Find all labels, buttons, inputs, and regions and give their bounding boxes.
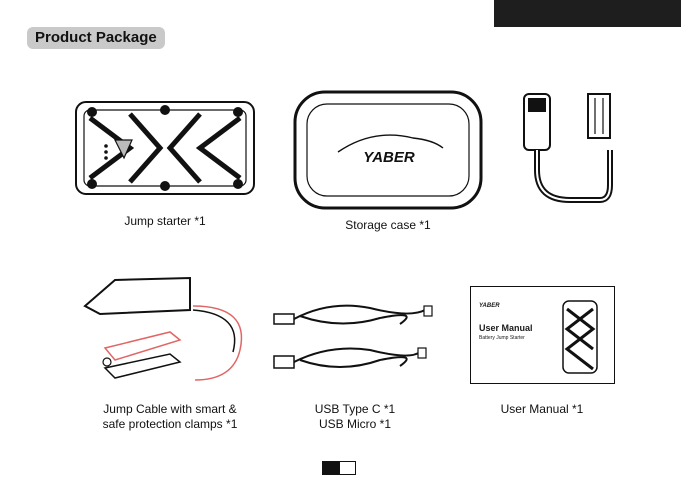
jump-cable-caption-line1: Jump Cable with smart & bbox=[70, 402, 270, 417]
storage-case-image: YABER bbox=[293, 90, 483, 210]
section-title: Product Package bbox=[27, 27, 165, 49]
manual-product-image bbox=[561, 299, 599, 375]
page-indicator bbox=[322, 461, 356, 475]
manual-logo: YABER bbox=[479, 303, 500, 309]
jump-cable-caption-line2: safe protection clamps *1 bbox=[70, 417, 270, 432]
manual-title: User Manual bbox=[479, 323, 533, 333]
usb-cables-image bbox=[270, 290, 440, 380]
jump-starter-image bbox=[70, 98, 260, 198]
jump-starter-caption: Jump starter *1 bbox=[95, 214, 235, 229]
storage-case-caption: Storage case *1 bbox=[318, 218, 458, 233]
usb-caption-line2: USB Micro *1 bbox=[280, 417, 430, 432]
jump-cable-image bbox=[75, 270, 255, 390]
usb-caption-line1: USB Type C *1 bbox=[280, 402, 430, 417]
case-logo-text: YABER bbox=[363, 149, 415, 166]
corner-header-bar bbox=[494, 0, 681, 27]
user-manual-booklet: YABER User Manual Battery Jump Starter bbox=[470, 286, 615, 384]
user-manual-caption: User Manual *1 bbox=[472, 402, 612, 417]
manual-subtitle: Battery Jump Starter bbox=[479, 335, 525, 341]
cigarette-adapter-image bbox=[510, 90, 620, 210]
